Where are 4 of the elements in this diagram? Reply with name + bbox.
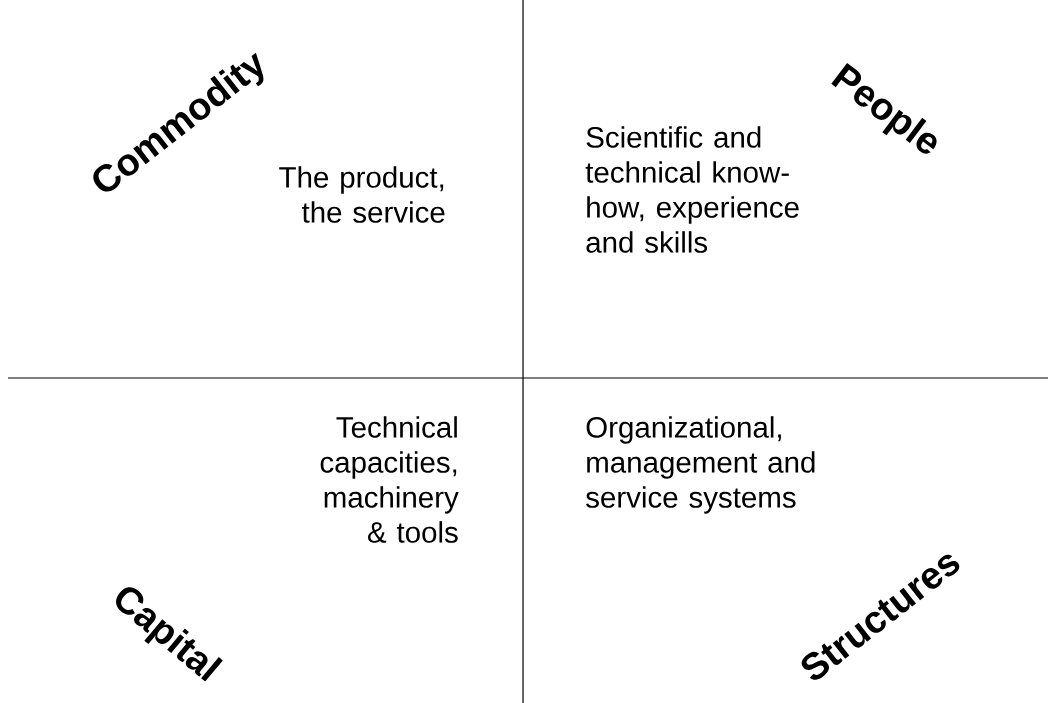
quadrant-description: Scientific and technical know-how, experience and skills bbox=[585, 126, 799, 253]
quadrant-description: Organizational, management and service systems bbox=[586, 416, 815, 514]
quadrant-description: Technical capacities, machinery & tools bbox=[320, 416, 459, 543]
quadrant-description: The product, the service bbox=[279, 166, 445, 223]
